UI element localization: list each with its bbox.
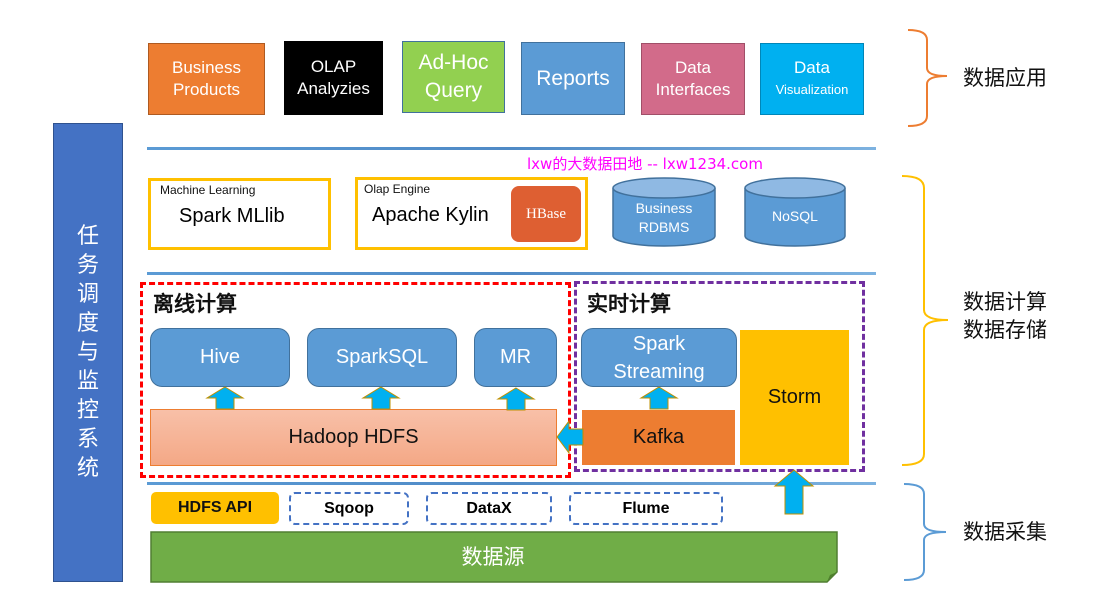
app-label-line2: Query bbox=[424, 79, 483, 102]
scheduler-char: 务 bbox=[76, 253, 99, 278]
tool-label: Sqoop bbox=[324, 499, 374, 517]
scheduler-char: 度 bbox=[76, 311, 99, 336]
watermark: lxw的大数据田地 -- lxw1234.com bbox=[527, 155, 763, 173]
hbase-badge: HBase bbox=[511, 186, 581, 242]
kafka: Kafka bbox=[582, 410, 735, 465]
arrow-up-icon bbox=[496, 387, 536, 411]
app-label-line1: Data bbox=[794, 58, 830, 77]
app-label-line2: Analyzies bbox=[297, 79, 370, 98]
scheduler-char: 任 bbox=[76, 224, 99, 249]
scheduler-char: 统 bbox=[76, 456, 99, 481]
realtime-title: 实时计算 bbox=[587, 292, 671, 316]
rdbms-line1: Business bbox=[635, 200, 693, 216]
nosql-db bbox=[744, 177, 846, 247]
spark-streaming: Spark Streaming bbox=[581, 328, 737, 387]
app-data-interfaces: Data Interfaces bbox=[641, 43, 745, 115]
brace-collection-icon bbox=[903, 483, 947, 581]
data-source: 数据源 bbox=[150, 531, 836, 581]
app-label-line1: Business bbox=[172, 58, 241, 77]
separator-line bbox=[147, 147, 876, 150]
app-reports: Reports bbox=[521, 42, 625, 115]
separator-line bbox=[147, 482, 876, 485]
arrow-up-icon bbox=[205, 386, 245, 410]
kafka-label: Kafka bbox=[632, 426, 685, 448]
app-label-line2: Visualization bbox=[775, 82, 849, 97]
scheduler-char: 控 bbox=[76, 398, 99, 423]
streaming-line2: Streaming bbox=[613, 360, 705, 383]
app-label-line2: Products bbox=[172, 80, 241, 99]
app-label-line2: Interfaces bbox=[655, 80, 731, 99]
nosql-line1: NoSQL bbox=[772, 208, 818, 224]
rdbms-line2: RDBMS bbox=[638, 219, 690, 235]
app-business-products: Business Products bbox=[148, 43, 265, 115]
db-body bbox=[612, 188, 716, 247]
arrow-up-icon bbox=[639, 386, 679, 410]
scheduler-char: 调 bbox=[76, 282, 99, 307]
app-adhoc-query: Ad-Hoc Query bbox=[402, 41, 505, 113]
tool-hdfs-api: HDFS API bbox=[151, 492, 279, 524]
engine-label: Hive bbox=[199, 346, 240, 368]
db-top bbox=[612, 177, 716, 199]
realtime-compute-group bbox=[574, 281, 865, 472]
spark-mllib-box: Machine Learning Spark MLlib bbox=[148, 178, 331, 250]
olap-caption: Olap Engine bbox=[364, 182, 431, 196]
app-label-line1: Reports bbox=[536, 66, 610, 90]
storm: Storm bbox=[740, 330, 849, 465]
engine-mr: MR bbox=[474, 328, 557, 387]
tool-flume: Flume bbox=[569, 492, 723, 525]
hbase-label: HBase bbox=[526, 205, 566, 222]
scheduler-char: 与 bbox=[76, 340, 99, 365]
hdfs-label: Hadoop HDFS bbox=[288, 426, 419, 448]
app-label-line1: OLAP bbox=[310, 57, 357, 76]
tool-datax: DataX bbox=[426, 492, 552, 525]
layer-label-compute-line1: 数据计算 bbox=[963, 290, 1047, 314]
tool-sqoop: Sqoop bbox=[289, 492, 409, 525]
app-label-line1: Ad-Hoc bbox=[418, 51, 489, 74]
layer-label-compute-line2: 数据存储 bbox=[963, 318, 1047, 342]
arrow-left-icon bbox=[556, 419, 584, 455]
app-label-line1: Data bbox=[675, 58, 711, 77]
separator-line bbox=[147, 272, 876, 275]
brace-compute-icon bbox=[901, 175, 949, 466]
arrow-up-icon bbox=[361, 386, 401, 410]
scheduler-char: 监 bbox=[76, 369, 99, 394]
data-source-label: 数据源 bbox=[461, 545, 525, 569]
hadoop-hdfs: Hadoop HDFS bbox=[150, 409, 557, 466]
layer-label-collection: 数据采集 bbox=[963, 520, 1047, 544]
apache-kylin-box: Olap Engine Apache Kylin HBase bbox=[355, 177, 588, 250]
engine-sparksql: SparkSQL bbox=[307, 328, 457, 387]
engine-label: SparkSQL bbox=[335, 346, 429, 368]
app-data-visualization: Data Visualization bbox=[760, 43, 864, 115]
tool-label: Flume bbox=[622, 499, 670, 517]
olap-title: Apache Kylin bbox=[372, 204, 489, 226]
scheduler-bar: 任 务 调 度 与 监 控 系 统 bbox=[53, 123, 123, 582]
engine-label: MR bbox=[499, 346, 532, 368]
data-source-shape bbox=[150, 531, 838, 583]
storm-label: Storm bbox=[767, 386, 822, 408]
ml-caption: Machine Learning bbox=[160, 183, 256, 197]
rdbms-label: Business RDBMS bbox=[611, 196, 717, 240]
nosql-label: NoSQL bbox=[743, 196, 847, 236]
scheduler-char: 系 bbox=[76, 427, 99, 452]
layer-label-application: 数据应用 bbox=[963, 66, 1047, 90]
arrow-up-icon bbox=[773, 469, 815, 515]
app-olap-analyzies: OLAP Analyzies bbox=[284, 41, 383, 115]
scheduler-label: 任 务 调 度 与 监 控 系 统 bbox=[77, 222, 99, 483]
offline-title: 离线计算 bbox=[153, 292, 237, 316]
ml-title: Spark MLlib bbox=[179, 205, 285, 227]
layer-label-compute: 数据计算 数据存储 bbox=[963, 288, 1047, 344]
db-body bbox=[744, 188, 846, 247]
brace-application-icon bbox=[907, 29, 948, 127]
db-top bbox=[744, 177, 846, 199]
business-rdbms-db bbox=[612, 177, 716, 247]
streaming-line1: Spark bbox=[632, 332, 686, 355]
offline-compute-group bbox=[140, 282, 571, 478]
tool-label: DataX bbox=[466, 499, 512, 517]
engine-hive: Hive bbox=[150, 328, 290, 387]
tool-label: HDFS API bbox=[177, 499, 253, 516]
